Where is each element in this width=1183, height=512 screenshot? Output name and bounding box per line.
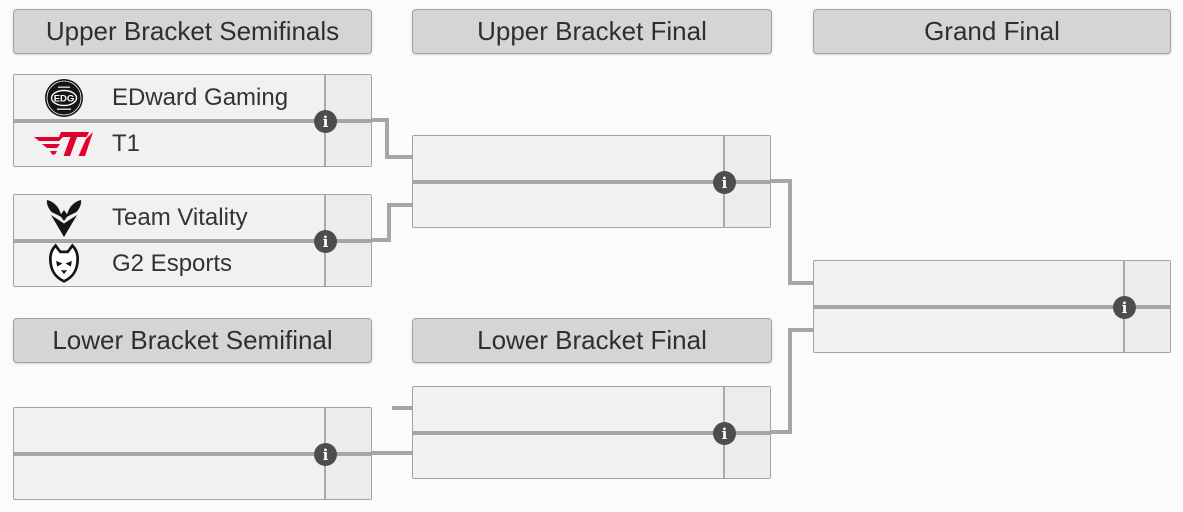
match-divider: [14, 452, 371, 456]
team-row[interactable]: G2 Esports: [14, 241, 371, 286]
info-icon[interactable]: i: [314, 230, 337, 253]
header-label: Upper Bracket Final: [477, 16, 707, 46]
connector-ubf-in: [788, 281, 813, 285]
connector-lbsf-out: [371, 451, 412, 455]
connector-ubsf2-vert: [387, 203, 391, 242]
g2-logo[interactable]: [32, 243, 96, 285]
connector-lbf-out: [770, 430, 792, 434]
info-icon[interactable]: i: [314, 110, 337, 133]
info-icon[interactable]: i: [713, 171, 736, 194]
header-upper-bracket-final: Upper Bracket Final: [412, 9, 772, 54]
connector-ubf-vert: [788, 179, 792, 285]
match-ub-final: i: [412, 135, 771, 228]
match-grand-final: i: [813, 260, 1171, 353]
header-label: Grand Final: [924, 16, 1060, 46]
match-divider: [14, 239, 371, 243]
header-lower-bracket-semifinal: Lower Bracket Semifinal: [13, 318, 372, 363]
info-icon[interactable]: i: [713, 422, 736, 445]
match-divider: [814, 305, 1170, 309]
header-label: Upper Bracket Semifinals: [45, 16, 340, 46]
team-row[interactable]: T1: [14, 121, 371, 166]
team-row[interactable]: EDG EDward Gaming: [14, 75, 371, 120]
team-row[interactable]: Team Vitality: [14, 195, 371, 240]
header-upper-bracket-semifinals: Upper Bracket Semifinals: [13, 9, 372, 54]
match-lb-final: i: [412, 386, 771, 479]
connector-ubsf1-in: [385, 155, 412, 159]
connector-ubsf2-in: [387, 203, 412, 207]
match-divider: [14, 119, 371, 123]
connector-ubsf1-out: [372, 118, 388, 122]
vitality-logo[interactable]: [32, 197, 96, 239]
connector-lbf-top-stub: [392, 406, 412, 410]
header-label: Lower Bracket Final: [477, 325, 707, 355]
connector-ubsf1-vert: [385, 118, 389, 159]
svg-text:EDG: EDG: [54, 93, 75, 104]
team-name[interactable]: Team Vitality: [112, 203, 248, 231]
match-ub-semifinal-2: Team Vitality G2 Esports i: [13, 194, 372, 287]
team-name[interactable]: T1: [112, 129, 141, 157]
team-name[interactable]: EDward Gaming: [112, 83, 289, 111]
info-icon[interactable]: i: [314, 443, 337, 466]
connector-ubf-out: [770, 179, 792, 183]
info-icon[interactable]: i: [1113, 296, 1136, 319]
header-lower-bracket-final: Lower Bracket Final: [412, 318, 772, 363]
match-divider: [413, 431, 770, 435]
match-ub-semifinal-1: EDG EDward Gaming T1: [13, 74, 372, 167]
header-grand-final: Grand Final: [813, 9, 1171, 54]
edg-logo[interactable]: EDG: [32, 77, 96, 119]
connector-ubsf2-out: [372, 238, 390, 242]
header-label: Lower Bracket Semifinal: [52, 325, 333, 355]
match-lb-semifinal: i: [13, 407, 372, 500]
connector-lbf-in: [788, 328, 813, 332]
match-divider: [413, 180, 770, 184]
t1-logo[interactable]: [32, 123, 96, 165]
connector-lbf-vert: [788, 328, 792, 434]
team-name[interactable]: G2 Esports: [112, 249, 233, 277]
